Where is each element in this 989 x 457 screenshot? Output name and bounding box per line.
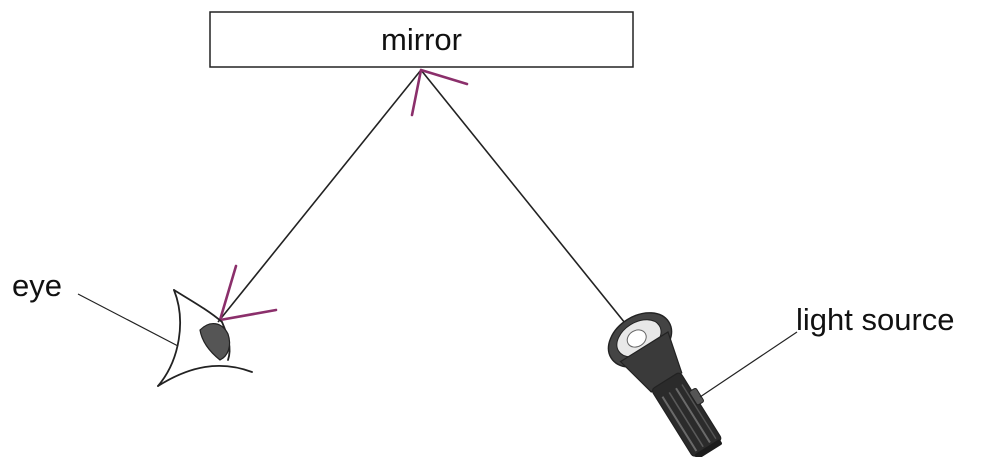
- arrow-head-reflected: [218, 264, 278, 322]
- eye-leader-line: [77, 293, 179, 347]
- light-source-leader-line: [699, 331, 798, 398]
- eye-icon: [157, 289, 253, 387]
- incident-ray: [420, 69, 626, 324]
- mirror-label: mirror: [381, 22, 462, 57]
- eye-label: eye: [12, 268, 62, 303]
- reflected-ray: [217, 69, 422, 323]
- light-source-label: light source: [796, 302, 955, 337]
- mirror-box: [209, 11, 634, 68]
- arrow-head-incident: [410, 68, 469, 117]
- torch-icon: [607, 312, 722, 457]
